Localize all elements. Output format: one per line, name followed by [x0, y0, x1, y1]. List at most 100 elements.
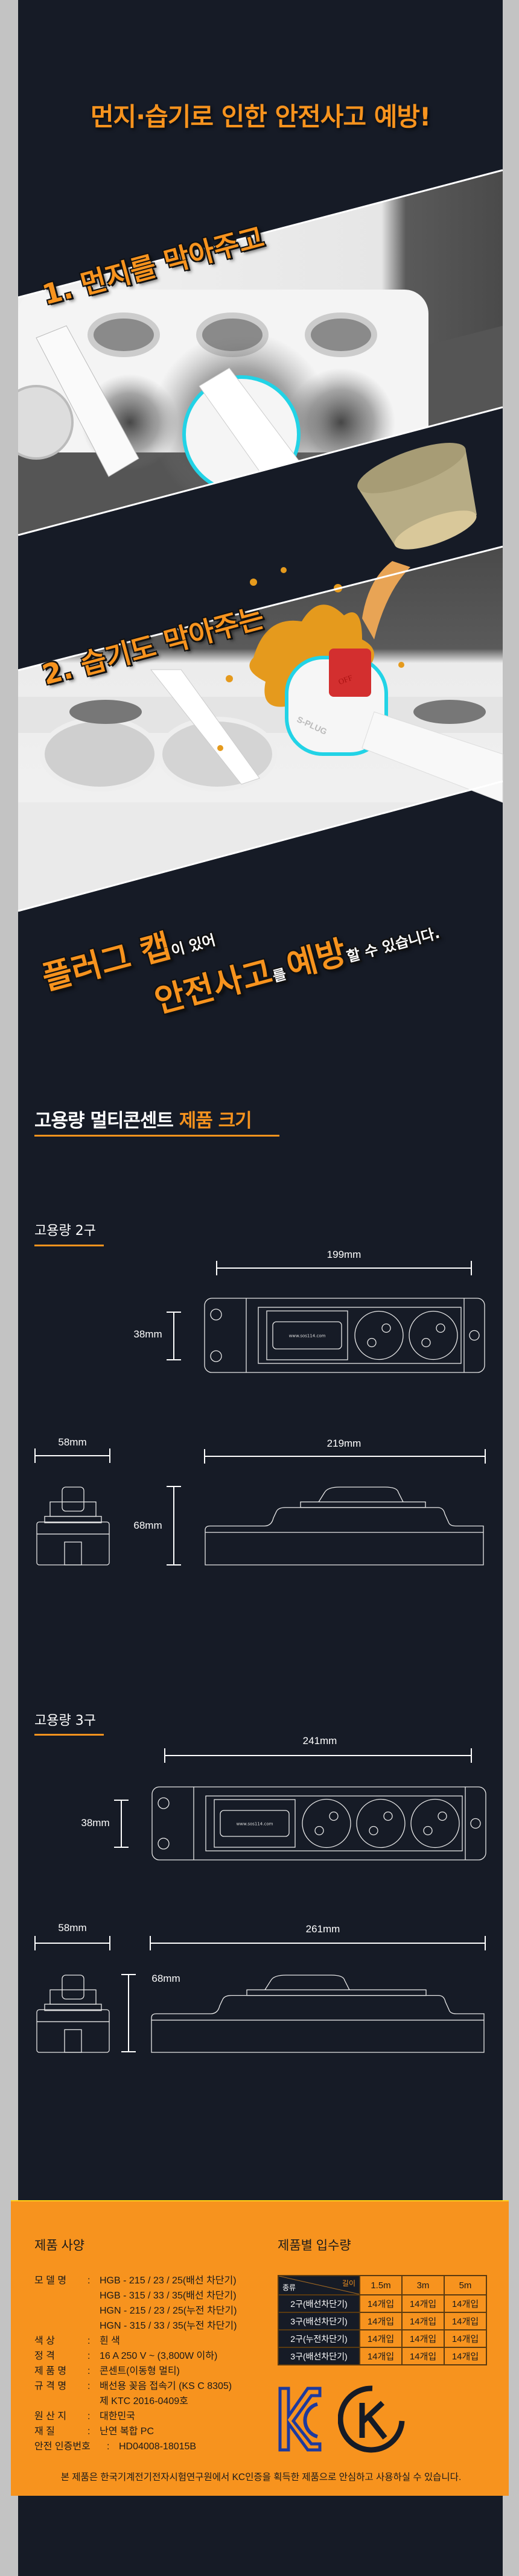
- top-view-drawing-2: www.sos114.com: [204, 1298, 485, 1373]
- side-body-outline: [151, 1994, 485, 2053]
- end-view-drawing-3: [36, 1975, 110, 2053]
- dimension-label: 241mm: [302, 1735, 337, 1746]
- dimension-label: 38mm: [133, 1328, 162, 1340]
- socket-pin-icon: [423, 1826, 433, 1836]
- cord-outline: [64, 1541, 82, 1566]
- cord-outline: [64, 2029, 82, 2053]
- colon: :: [88, 2366, 91, 2376]
- spec-value: HD04008-18015B: [119, 2441, 197, 2452]
- row-header: 3구(배선차단기): [278, 2312, 360, 2330]
- socket-icon: [18, 385, 74, 460]
- dimension-label: 68mm: [151, 1973, 180, 1984]
- socket-pin-icon: [369, 1826, 378, 1836]
- packing-title: 제품별 입수량: [278, 2239, 351, 2253]
- socket-pin-icon: [438, 1811, 447, 1821]
- top-panel-outline: [205, 1795, 463, 1851]
- row-header: 2구(배선차단기): [278, 2294, 360, 2313]
- drawing-url-text: www.sos114.com: [289, 1334, 326, 1339]
- top-plate-outline: [246, 1989, 427, 1996]
- socket-outline-icon: [354, 1310, 404, 1360]
- socket-pin-icon: [421, 1337, 431, 1348]
- table-cell: 14개입: [401, 2294, 445, 2313]
- power-switch-icon: [329, 649, 371, 697]
- screw-hole-icon: [210, 1350, 222, 1362]
- spec-value: 제 KTC 2016-0409호: [100, 2396, 188, 2406]
- socket-outline-icon: [302, 1798, 351, 1848]
- table-cell: 14개입: [359, 2347, 403, 2365]
- spec-label: 재 질: [34, 2426, 55, 2437]
- spec-value: HGN - 315 / 33 / 35(누전 차단기): [100, 2321, 237, 2331]
- colon: :: [88, 2276, 91, 2286]
- dimension-line: [34, 1936, 110, 1950]
- switch-button-outline: [220, 1810, 290, 1837]
- spec-label: 원 산 지: [34, 2411, 67, 2422]
- plug-cap-icon: OFF S-PLUG: [285, 649, 503, 803]
- dimension-line: [164, 1748, 472, 1763]
- table-cell: 14개입: [359, 2329, 403, 2348]
- base-outline: [36, 1521, 110, 1566]
- switch-outline: [62, 1486, 84, 1512]
- top-plate-outline: [300, 1501, 426, 1508]
- end-view-drawing-2: [36, 1486, 110, 1566]
- colon: :: [88, 2351, 91, 2361]
- row-header: 2구(누전차단기): [278, 2329, 360, 2348]
- spec-title: 제품 사양: [34, 2239, 85, 2253]
- table-cell: 14개입: [444, 2329, 487, 2348]
- spec-value: 흰 색: [100, 2336, 120, 2346]
- table-cell: 14개입: [444, 2347, 487, 2365]
- two-outlet-label: 고용량 2구: [34, 1223, 96, 1239]
- title-main: 고용량 멀티콘센트: [34, 1110, 179, 1132]
- dimension-label: 38mm: [81, 1817, 110, 1829]
- dimension-line: [114, 1800, 129, 1848]
- dimension-line: [167, 1312, 181, 1360]
- hero-title: 먼지·습기로 인한 안전사고 예방!: [90, 102, 431, 132]
- spec-label: 정 격: [34, 2351, 55, 2361]
- dimension-line: [34, 1448, 110, 1463]
- body-outline: [151, 1786, 486, 1861]
- column-header: 5m: [444, 2275, 487, 2295]
- socket-pin-icon: [436, 1323, 445, 1333]
- switch-slot-icon: [305, 312, 377, 357]
- screw-hole-icon: [210, 1309, 222, 1321]
- dimension-line: [167, 1486, 181, 1566]
- title-accent: 제품 크기: [179, 1110, 252, 1132]
- colon: :: [107, 2441, 110, 2452]
- dimension-label: 261mm: [305, 1923, 340, 1935]
- column-header: 3m: [401, 2275, 445, 2295]
- spec-label: 규 격 명: [34, 2381, 67, 2391]
- spec-value: 콘센트(이동형 멀티): [100, 2366, 180, 2376]
- three-outlet-label: 고용량 3구: [34, 1713, 96, 1728]
- title-underline: [34, 1135, 279, 1137]
- body-outline: [204, 1298, 485, 1373]
- socket-pin-icon: [381, 1323, 391, 1333]
- spec-value: 배선용 꽂음 접속기 (KS C 8305): [100, 2381, 232, 2391]
- size-section-title: 고용량 멀티콘센트 제품 크기: [34, 1105, 252, 1132]
- switch-slot-icon: [88, 312, 160, 357]
- side-body-outline: [205, 1507, 484, 1566]
- base-outline: [36, 2009, 110, 2053]
- switch-button-outline: [272, 1321, 342, 1350]
- cup-icon: [357, 443, 477, 550]
- dimension-label: 219mm: [326, 1438, 361, 1449]
- top-panel-outline: [258, 1307, 462, 1364]
- switch-hump-outline: [264, 1975, 350, 1990]
- screw-hole-icon: [158, 1797, 170, 1809]
- colon: :: [88, 2381, 91, 2391]
- spec-label: 모 델 명: [34, 2276, 67, 2286]
- socket-pin-icon: [383, 1811, 393, 1821]
- label-underline: [34, 1245, 104, 1246]
- message-text: 이 있어: [169, 931, 218, 960]
- top-view-drawing-3: www.sos114.com: [151, 1786, 486, 1861]
- socket-outline-icon: [410, 1798, 460, 1848]
- spec-value: HGN - 215 / 23 / 25(누전 차단기): [100, 2306, 237, 2316]
- table-cell: 14개입: [359, 2294, 403, 2313]
- corner-type: 종류: [282, 2283, 296, 2292]
- socket-pin-icon: [314, 1826, 324, 1836]
- socket-outline-icon: [409, 1310, 458, 1360]
- socket-outline-icon: [356, 1798, 406, 1848]
- table-cell: 14개입: [401, 2329, 445, 2348]
- label-underline: [34, 1734, 104, 1736]
